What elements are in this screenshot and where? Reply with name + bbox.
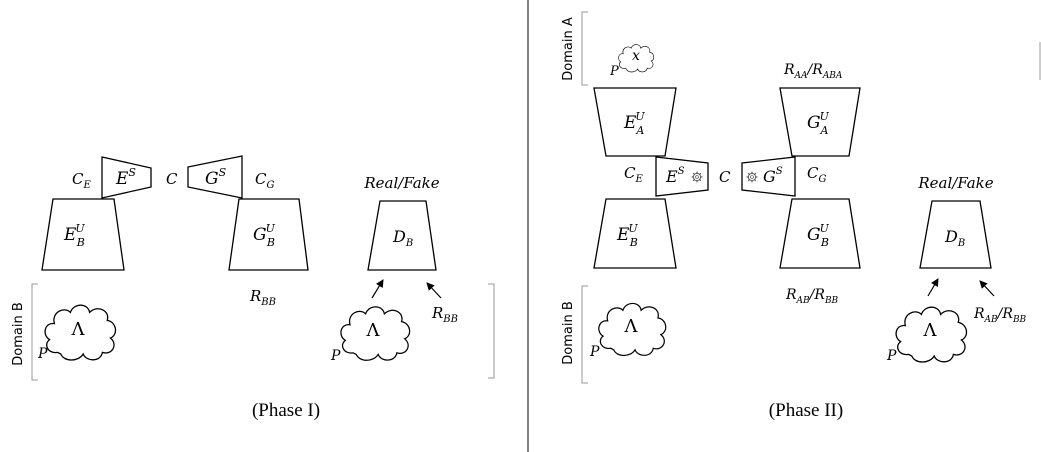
phase2-shared-generator (741, 156, 796, 197)
phase1-right-bracket (488, 283, 495, 379)
phase1-cloud-right-symbol: Λ (366, 320, 381, 341)
phase1-r-bb-in: RBB (431, 304, 458, 325)
phase2-encoder-a (593, 87, 677, 157)
phase2-shared-generator-label: GS (763, 166, 783, 186)
phase2-shared-encoder-label: ES (665, 166, 685, 186)
phase2-caption: (Phase II) (769, 400, 843, 421)
phase2-generator-b (779, 198, 861, 269)
phase2-r-top: RAA/RABA (783, 62, 843, 81)
phase1-shared-encoder (101, 156, 152, 199)
phase1-discriminator-label: DB (392, 227, 413, 249)
phase2-domain-a-bracket (581, 11, 588, 86)
phase2-cg-label: CG (807, 164, 826, 185)
phase1-cloud-right-p: P (330, 348, 341, 364)
phase2-c-label: C (719, 168, 731, 186)
phase1-encoder-b (41, 198, 125, 271)
phase2-cloud-left-p: P (589, 344, 600, 360)
phase2-r-mid: RAB/RBB (785, 287, 839, 306)
phase1-ce-label: CE (72, 170, 91, 191)
phase1-domain-b-bracket (31, 283, 38, 381)
phase2-arrow-r (979, 280, 995, 297)
phase2-shared-encoder (655, 156, 709, 197)
phase2-domain-a-label: Domain A (561, 17, 576, 81)
phase1-cg-label: CG (255, 170, 274, 191)
phase1-shared-generator-label: GS (205, 166, 227, 189)
phase1-shared-generator (187, 155, 243, 199)
phase1-r-bb-out: RBB (249, 287, 276, 308)
phase2-encoder-b (593, 198, 677, 269)
phase2-cloud-left-symbol: Λ (624, 316, 639, 337)
phase2-domain-b-label: Domain B (561, 301, 576, 365)
phase2-cloud-x-p: P (609, 64, 619, 79)
phase1-shared-encoder-label: ES (115, 166, 136, 189)
phase1-domain-b-label: Domain B (11, 302, 26, 366)
phase1-cloud-left-symbol: Λ (71, 319, 86, 340)
phase1-generator-b (228, 198, 309, 271)
phase2-cloud-right-symbol: Λ (923, 320, 938, 341)
phase2-domain-b-bracket (581, 285, 588, 384)
phase2-real-fake: Real/Fake (917, 174, 993, 192)
phase1-arrow-cloud (371, 279, 384, 299)
phase2-arrow-cloud (927, 278, 939, 297)
phase1-cloud-left-p: P (37, 346, 48, 362)
phase1-arrow-r (426, 282, 442, 299)
phase2-ce-label: CE (624, 164, 643, 185)
phase2-discriminator (919, 200, 992, 269)
phase2-cloud-x-symbol: x (632, 48, 640, 64)
phase2-cloud-right-p: P (886, 348, 897, 364)
phase2-r-right: RAB/RBB (973, 306, 1027, 325)
phase1-c-label: C (166, 170, 178, 188)
phase1-caption: (Phase I) (252, 400, 320, 421)
phase1-real-fake: Real/Fake (363, 174, 439, 192)
phase2-generator-a (779, 87, 861, 157)
phase1-discriminator (367, 200, 437, 271)
phase2-discriminator-label: DB (944, 227, 965, 249)
